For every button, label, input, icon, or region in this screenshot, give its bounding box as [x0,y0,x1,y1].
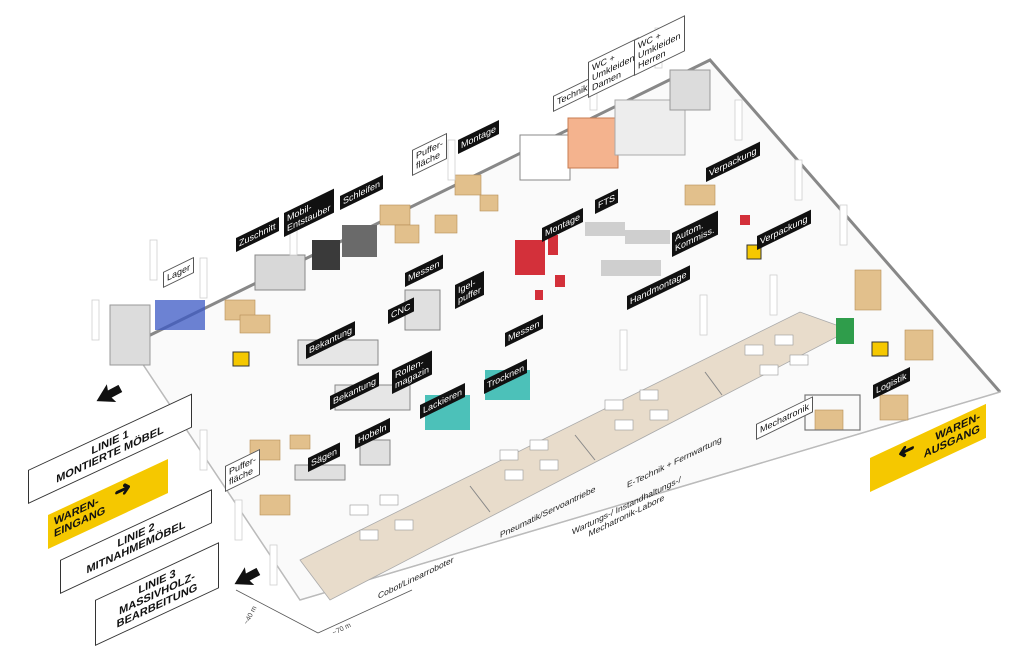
entrance-arrow-icon [96,384,123,402]
zuschnitt-machine [254,254,306,291]
wc-damen-room [567,117,619,169]
arrow-left-icon: ➜ [897,436,915,466]
hobeln-machine [359,439,391,466]
schleifen-machine [342,225,377,257]
green-panel [836,318,854,344]
entstauber-machine [312,240,340,270]
columns [91,27,848,586]
lager-shelf [155,300,205,330]
dimension-line-40 [235,589,319,634]
dimension-line-70 [317,589,413,634]
lab-divider [574,434,596,461]
entrance-arrow-icon [234,567,261,585]
wood-pallets [224,174,934,516]
saegen-machine [294,464,346,481]
stair-block-right [669,69,711,111]
forklift-right [871,341,889,357]
lab-divider [704,371,723,396]
stair-block [109,304,151,366]
lab-tables [349,334,809,541]
montage-line [515,215,750,300]
technik-room [519,134,571,181]
lab-divider [469,485,491,513]
forklift-left [232,351,250,367]
